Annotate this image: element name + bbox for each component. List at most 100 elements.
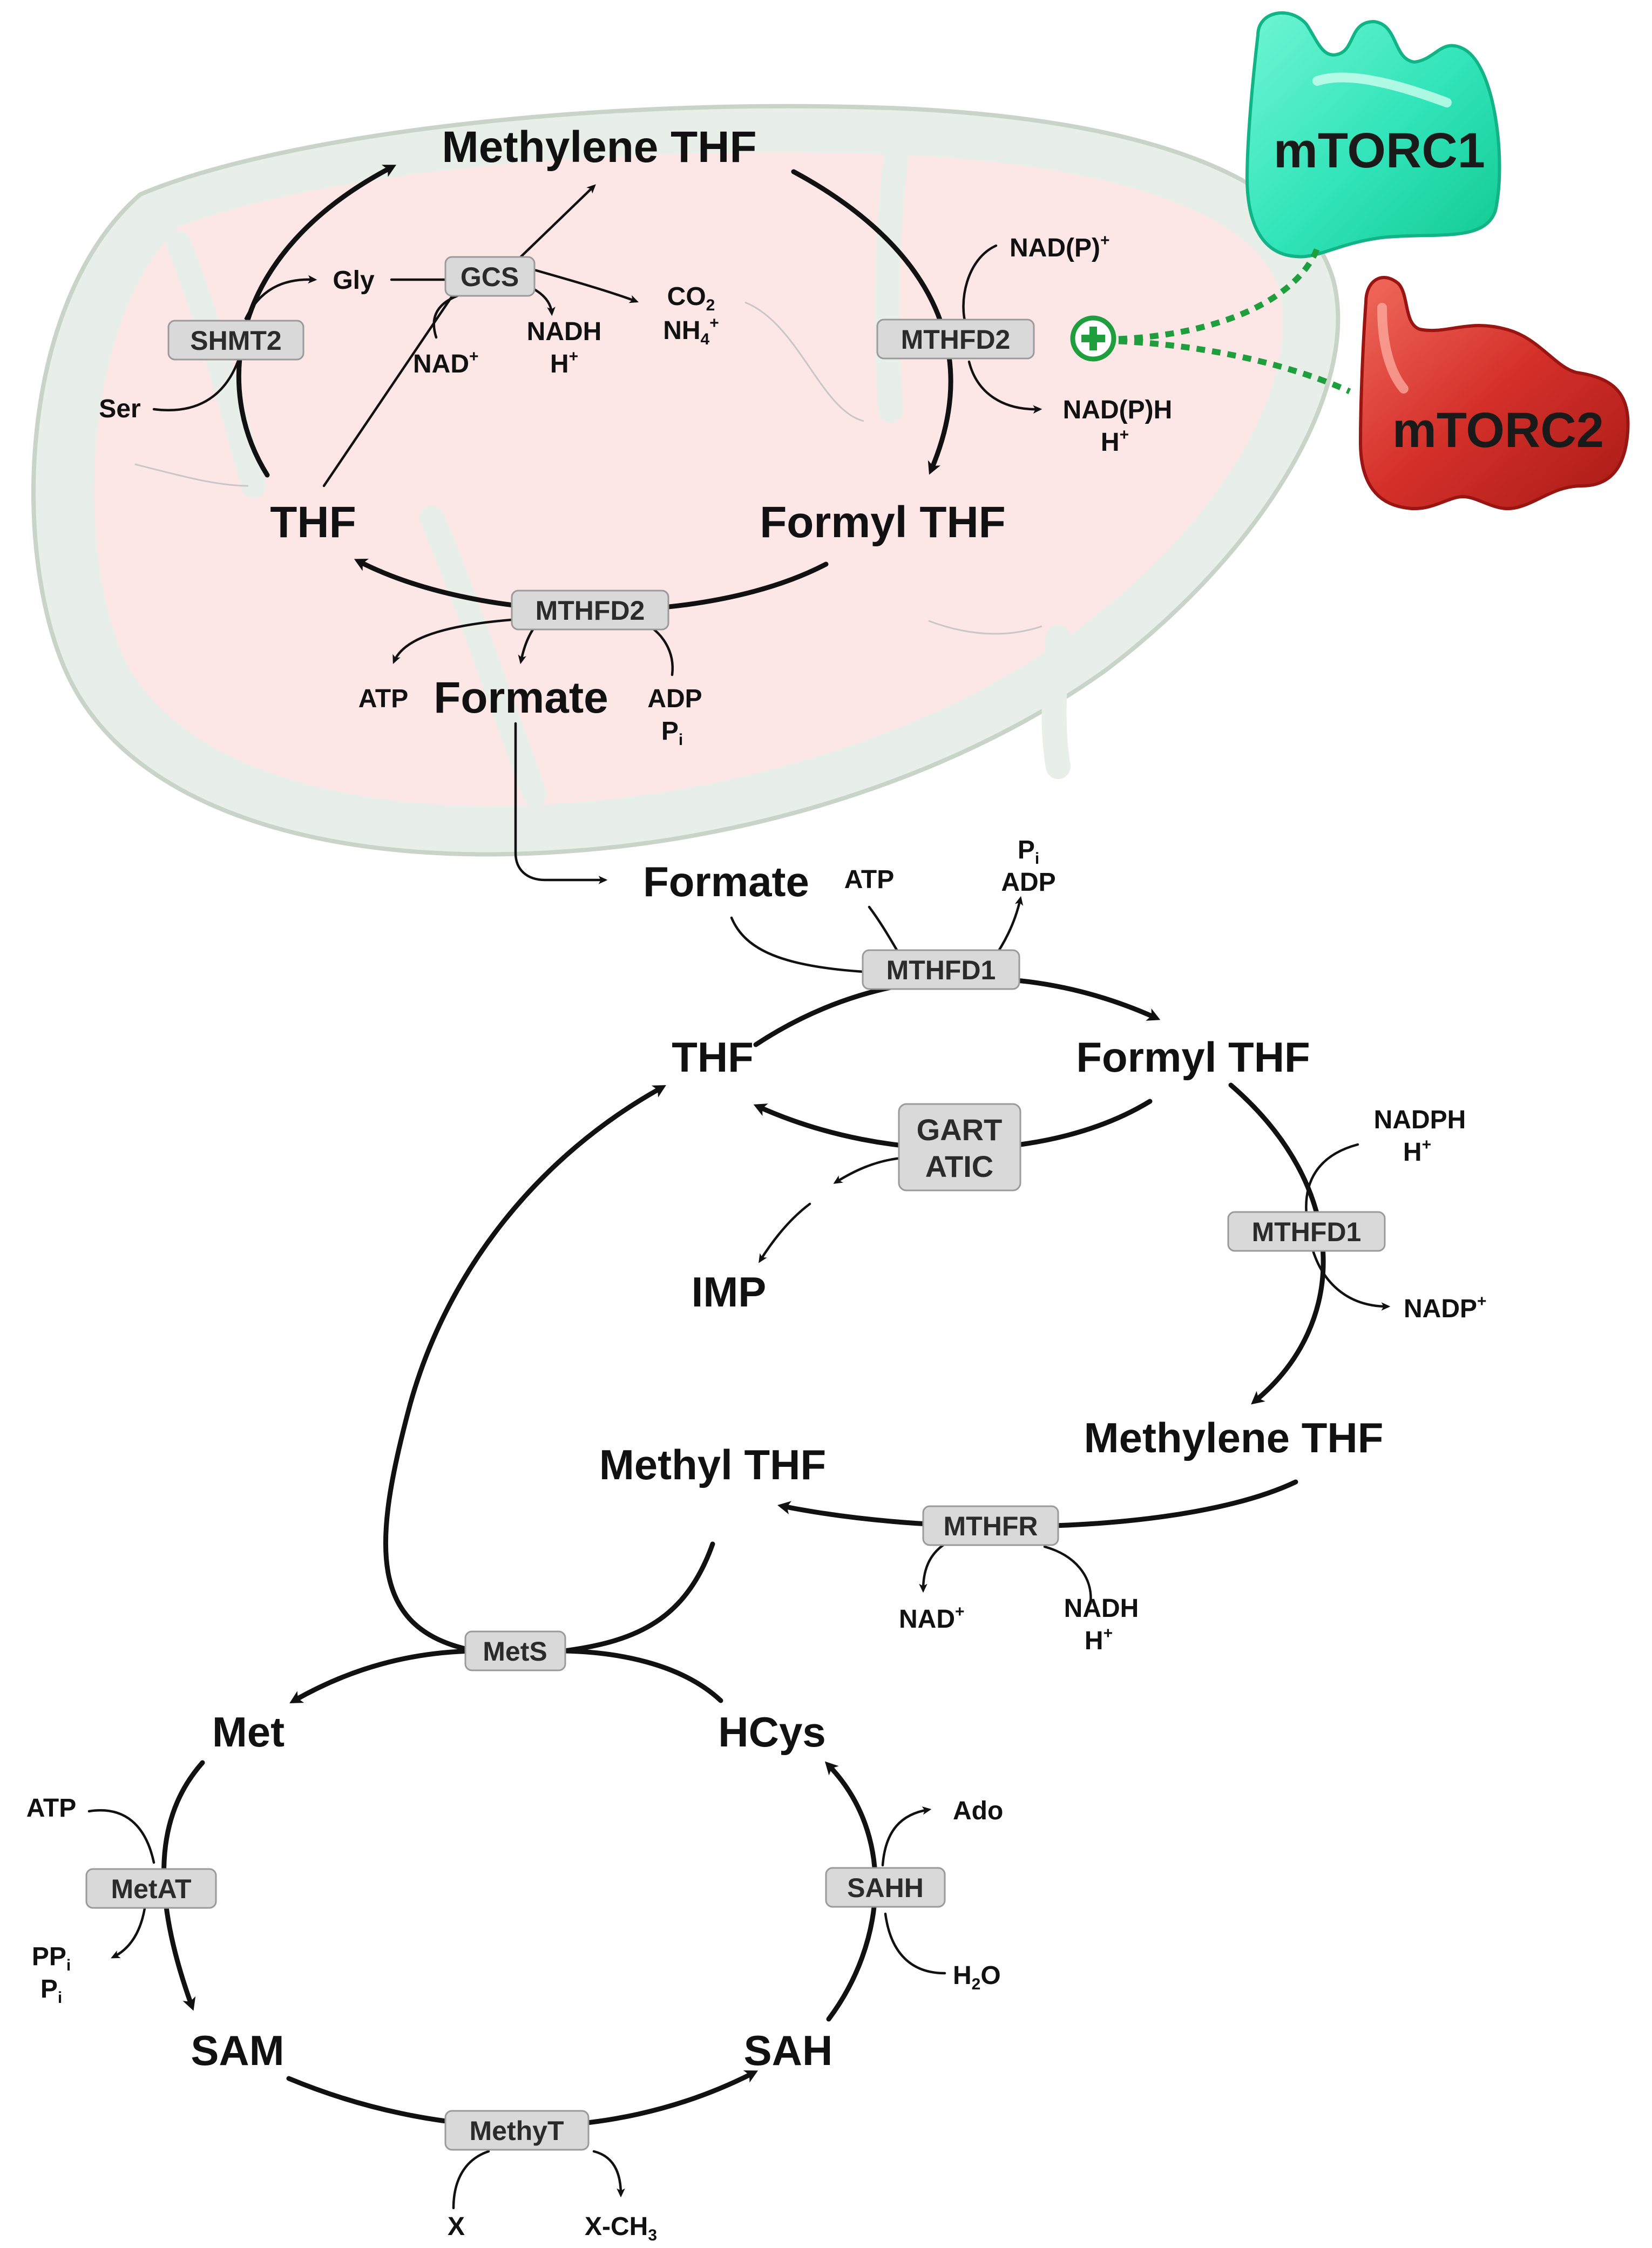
- mitochondrion-matrix: [94, 152, 1283, 806]
- enzyme-mets: MetS: [483, 1636, 547, 1667]
- cyto-nad-plus: NAD+: [899, 1603, 965, 1634]
- h2o-to-sahh: [884, 1912, 946, 1975]
- cyto-sam: SAM: [191, 2027, 284, 2074]
- nadph-to-mthfd1: [1305, 1143, 1359, 1216]
- mito-ser: Ser: [99, 395, 140, 423]
- formate-export: [514, 722, 608, 884]
- mthfd2-atp-output: [392, 618, 513, 664]
- cyto-imp: IMP: [692, 1268, 767, 1316]
- enzyme-box-shmt2: [167, 320, 304, 361]
- methyl-thf-to-mets: [561, 1541, 715, 1654]
- mthfr-arrow: [777, 1479, 1298, 1529]
- methyt-xch3-output: [592, 2150, 625, 2198]
- cyto-atp-2: ATP: [26, 1794, 76, 1823]
- mthfd2-nadph-output: [967, 360, 1042, 414]
- cyto-pi-1: Pi: [1018, 836, 1039, 868]
- mito-nh4: NH4+: [663, 314, 719, 348]
- enzyme-box-mets: [464, 1630, 566, 1671]
- crista: [419, 506, 547, 806]
- enzyme-mthfd2-top: MTHFD2: [901, 324, 1011, 355]
- cyto-pi-2: Pi: [40, 1975, 62, 2007]
- gcs-to-co2: [533, 268, 639, 303]
- sahh-ado-output: [881, 1806, 932, 1867]
- enzyme-box-gcs: [444, 256, 536, 297]
- nadh-to-mthfr: [1043, 1545, 1092, 1605]
- metat-arrow: [161, 1760, 205, 2011]
- crista: [166, 231, 266, 498]
- mitochondrial-enzymes: SHMT2 GCS MTHFD2 MTHFD2: [167, 256, 1035, 631]
- enzyme-box-mthfd2-bottom: [511, 590, 669, 631]
- enzyme-box-mthfd1-right: [1227, 1211, 1386, 1252]
- mito-h-plus-2: H+: [1101, 426, 1129, 457]
- mito-formyl-thf: Formyl THF: [760, 498, 1006, 547]
- mito-atp: ATP: [358, 685, 408, 713]
- enzyme-metat: MetAT: [111, 1874, 191, 1904]
- cyto-ppi: PPi: [32, 1942, 71, 1974]
- enzyme-gart: GART: [917, 1113, 1003, 1147]
- mito-gly: Gly: [333, 266, 375, 295]
- cyto-nadh: NADH: [1064, 1594, 1139, 1623]
- mtor-regulation: mTORC1 mTORC2: [1070, 11, 1630, 510]
- cyto-nadph: NADPH: [1374, 1106, 1466, 1134]
- crista: [875, 144, 909, 423]
- mthfd2-top-arrow: [791, 169, 953, 475]
- mito-nadh: NADH: [527, 317, 602, 346]
- mito-methylene-thf: Methylene THF: [442, 123, 756, 172]
- cyto-adp-1: ADP: [1001, 868, 1055, 897]
- mtorc2-label: mTORC2: [1392, 403, 1604, 458]
- cyto-h2o: H2O: [953, 1961, 1001, 1993]
- mito-formate: Formate: [434, 673, 608, 722]
- mitochondrial-labels: Methylene THF THF Formyl THF Formate Ser…: [99, 123, 1172, 749]
- gcs-to-methylene-thf: [514, 184, 596, 263]
- cyto-hcys: HCys: [718, 1708, 825, 1756]
- cyto-h-plus-1: H+: [1403, 1136, 1431, 1167]
- metat-ppi-output: [111, 1907, 146, 1959]
- enzyme-box-gart-atic: [898, 1103, 1021, 1191]
- mito-thf: THF: [270, 498, 356, 547]
- crista-line: [744, 301, 864, 422]
- gart-to-imp-1: [833, 1156, 903, 1184]
- enzyme-sahh: SAHH: [847, 1873, 924, 1903]
- cytosolic-labels: Formate THF Formyl THF IMP Methylene THF…: [26, 836, 1487, 2244]
- enzyme-box-mthfd2-top: [876, 319, 1035, 360]
- enzyme-box-sahh: [825, 1867, 946, 1908]
- cyto-atp-1: ATP: [844, 865, 894, 894]
- enzyme-mthfd1-right: MTHFD1: [1252, 1217, 1362, 1247]
- enzyme-atic: ATIC: [925, 1149, 994, 1183]
- cyto-ado: Ado: [953, 1797, 1003, 1825]
- mitochondrion: [31, 104, 1340, 857]
- mets-hcys-input: [561, 1648, 723, 1703]
- enzyme-box-mthfr: [922, 1505, 1059, 1546]
- mtorc2-blob: [1358, 276, 1630, 510]
- crista-line: [134, 463, 249, 487]
- enzyme-box-metat: [85, 1868, 217, 1909]
- mthfd1-reduction-arrow: [1228, 1082, 1326, 1405]
- atp-to-metat: [87, 1809, 155, 1864]
- enzyme-box-mthfd1-top: [862, 949, 1020, 990]
- gly-output: [244, 275, 317, 320]
- cyto-formate: Formate: [643, 858, 809, 905]
- cyto-x-ch3: X-CH3: [585, 2212, 657, 2244]
- mito-co2: CO2: [667, 282, 715, 314]
- mthfd1-nadp-output: [1310, 1245, 1391, 1311]
- formate-to-mthfd1: [730, 916, 865, 973]
- mito-nadph: NAD(P)H: [1063, 396, 1173, 424]
- enzyme-methyt: MethyT: [470, 2116, 564, 2146]
- mtorc2-highlight: [1377, 303, 1409, 394]
- enzyme-mthfd2-bottom: MTHFD2: [536, 595, 645, 626]
- ser-input: [152, 344, 245, 411]
- enzyme-mthfd1-top: MTHFD1: [886, 955, 996, 985]
- cyto-methyl-thf: Methyl THF: [599, 1441, 826, 1488]
- mito-pi: Pi: [661, 717, 683, 749]
- x-to-methyt: [452, 2150, 490, 2210]
- mets-to-thf-arrow: [383, 1085, 666, 1654]
- cyto-sah: SAH: [744, 2027, 833, 2074]
- mtorc1-blob: [1245, 11, 1501, 259]
- mito-nad: NAD+: [413, 348, 479, 378]
- cyto-formyl-thf: Formyl THF: [1076, 1033, 1310, 1081]
- cyto-thf: THF: [672, 1033, 754, 1081]
- cyto-methylene-thf: Methylene THF: [1084, 1414, 1384, 1461]
- mthfr-nad-output: [919, 1542, 946, 1593]
- cyto-met: Met: [212, 1708, 285, 1756]
